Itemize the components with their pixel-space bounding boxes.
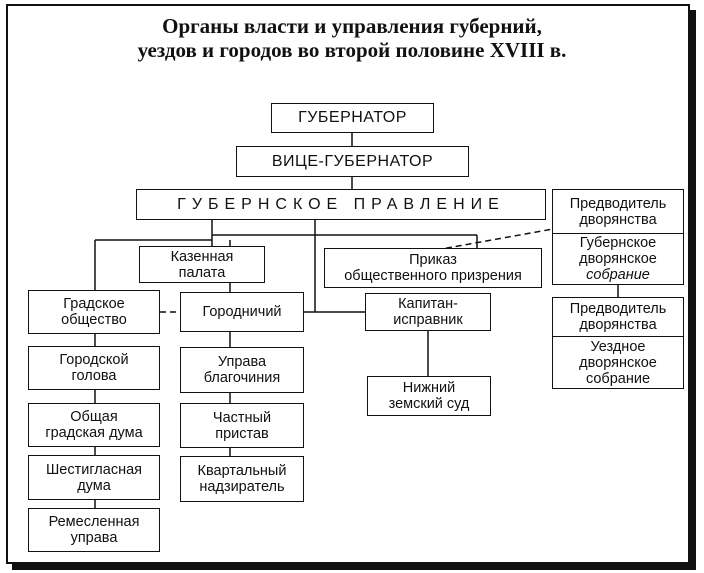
node-deanery-board-line-1: Управа: [217, 354, 267, 370]
node-district-marshal: Предводитель дворянства: [552, 297, 684, 337]
node-craft-board-line-2: управа: [70, 530, 118, 546]
node-city-society-line-2: общество: [61, 312, 127, 328]
node-prov-assembly-line-1: Губернское: [579, 235, 657, 251]
node-district-assembly-line-1: Уездное: [590, 338, 646, 355]
dashed-charity-marshal: [435, 228, 554, 251]
node-prov-assembly-line-3: собрание: [586, 267, 650, 283]
node-six-vote-duma-line-1: Шестигласная: [45, 461, 142, 478]
node-governor-label: ГУБЕРНАТОР: [298, 109, 407, 126]
node-general-duma-line-2: градская дума: [45, 425, 143, 441]
node-public-charity-line-1: Приказ: [409, 252, 457, 268]
node-prov-marshal: Предводитель дворянства: [552, 189, 684, 234]
node-kapitan-line-2: исправник: [393, 312, 463, 328]
node-general-duma-line-1: Общая: [70, 409, 118, 425]
node-lower-court: Нижний земский суд: [367, 376, 491, 416]
node-kapitan: Капитан- исправник: [365, 293, 491, 331]
node-deanery-board: Управа благочиния: [180, 347, 304, 393]
node-private-bailiff-line-1: Частный: [212, 409, 272, 426]
node-district-assembly-line-3: собрание: [585, 370, 651, 387]
node-six-vote-duma-line-2: дума: [77, 477, 111, 494]
node-provincial-board: ГУБЕРНСКОЕ ПРАВЛЕНИЕ: [136, 189, 546, 220]
title-line-1: Органы власти и управления губерний,: [162, 14, 542, 38]
node-lower-court-line-2: земский суд: [388, 396, 470, 412]
node-gorodnichiy-label: Городничий: [202, 304, 282, 320]
node-craft-board: Ремесленная управа: [28, 508, 160, 552]
node-district-assembly: Уездное дворянское собрание: [552, 336, 684, 389]
node-district-marshal-line-1: Предводитель: [569, 301, 667, 317]
node-district-assembly-line-2: дворянское: [579, 354, 657, 371]
node-district-marshal-line-2: дворянства: [579, 317, 657, 333]
node-public-charity-line-2: общественного призрения: [344, 268, 522, 284]
node-quarter-overseer: Квартальный надзиратель: [180, 456, 304, 502]
node-kapitan-line-1: Капитан-: [398, 296, 458, 312]
node-prov-assembly: Губернское дворянское собрание: [552, 233, 684, 285]
diagram-title: Органы власти и управления губерний, уез…: [0, 14, 704, 62]
node-prov-marshal-line-1: Предводитель: [569, 195, 667, 212]
node-quarter-overseer-line-2: надзиратель: [199, 479, 285, 495]
node-treasury-line-1: Казенная: [170, 248, 234, 265]
title-line-2: уездов и городов во второй половине XVII…: [137, 38, 567, 62]
node-city-head-line-1: Городской: [59, 352, 129, 368]
node-lower-court-line-1: Нижний: [402, 380, 456, 396]
node-treasury-line-2: палата: [178, 264, 226, 281]
node-general-duma: Общая градская дума: [28, 403, 160, 447]
node-private-bailiff: Частный пристав: [180, 403, 304, 448]
node-city-head-line-2: голова: [71, 368, 117, 384]
node-provincial-board-label: ГУБЕРНСКОЕ ПРАВЛЕНИЕ: [177, 195, 505, 213]
node-prov-assembly-line-2: дворянское: [579, 251, 657, 267]
node-vice-governor: ВИЦЕ-ГУБЕРНАТОР: [236, 146, 469, 177]
node-vice-governor-label: ВИЦЕ-ГУБЕРНАТОР: [271, 152, 434, 170]
node-prov-marshal-line-2: дворянства: [579, 211, 657, 228]
node-public-charity: Приказ общественного призрения: [324, 248, 542, 288]
node-private-bailiff-line-2: пристав: [215, 425, 269, 442]
node-governor: ГУБЕРНАТОР: [271, 103, 434, 133]
node-city-head: Городской голова: [28, 346, 160, 390]
node-city-society: Градское общество: [28, 290, 160, 334]
node-quarter-overseer-line-1: Квартальный: [197, 463, 287, 479]
node-craft-board-line-1: Ремесленная: [48, 514, 140, 530]
node-treasury: Казенная палата: [139, 246, 265, 283]
node-city-society-line-1: Градское: [63, 296, 125, 312]
node-six-vote-duma: Шестигласная дума: [28, 455, 160, 500]
node-gorodnichiy: Городничий: [180, 292, 304, 332]
node-deanery-board-line-2: благочиния: [203, 370, 281, 386]
